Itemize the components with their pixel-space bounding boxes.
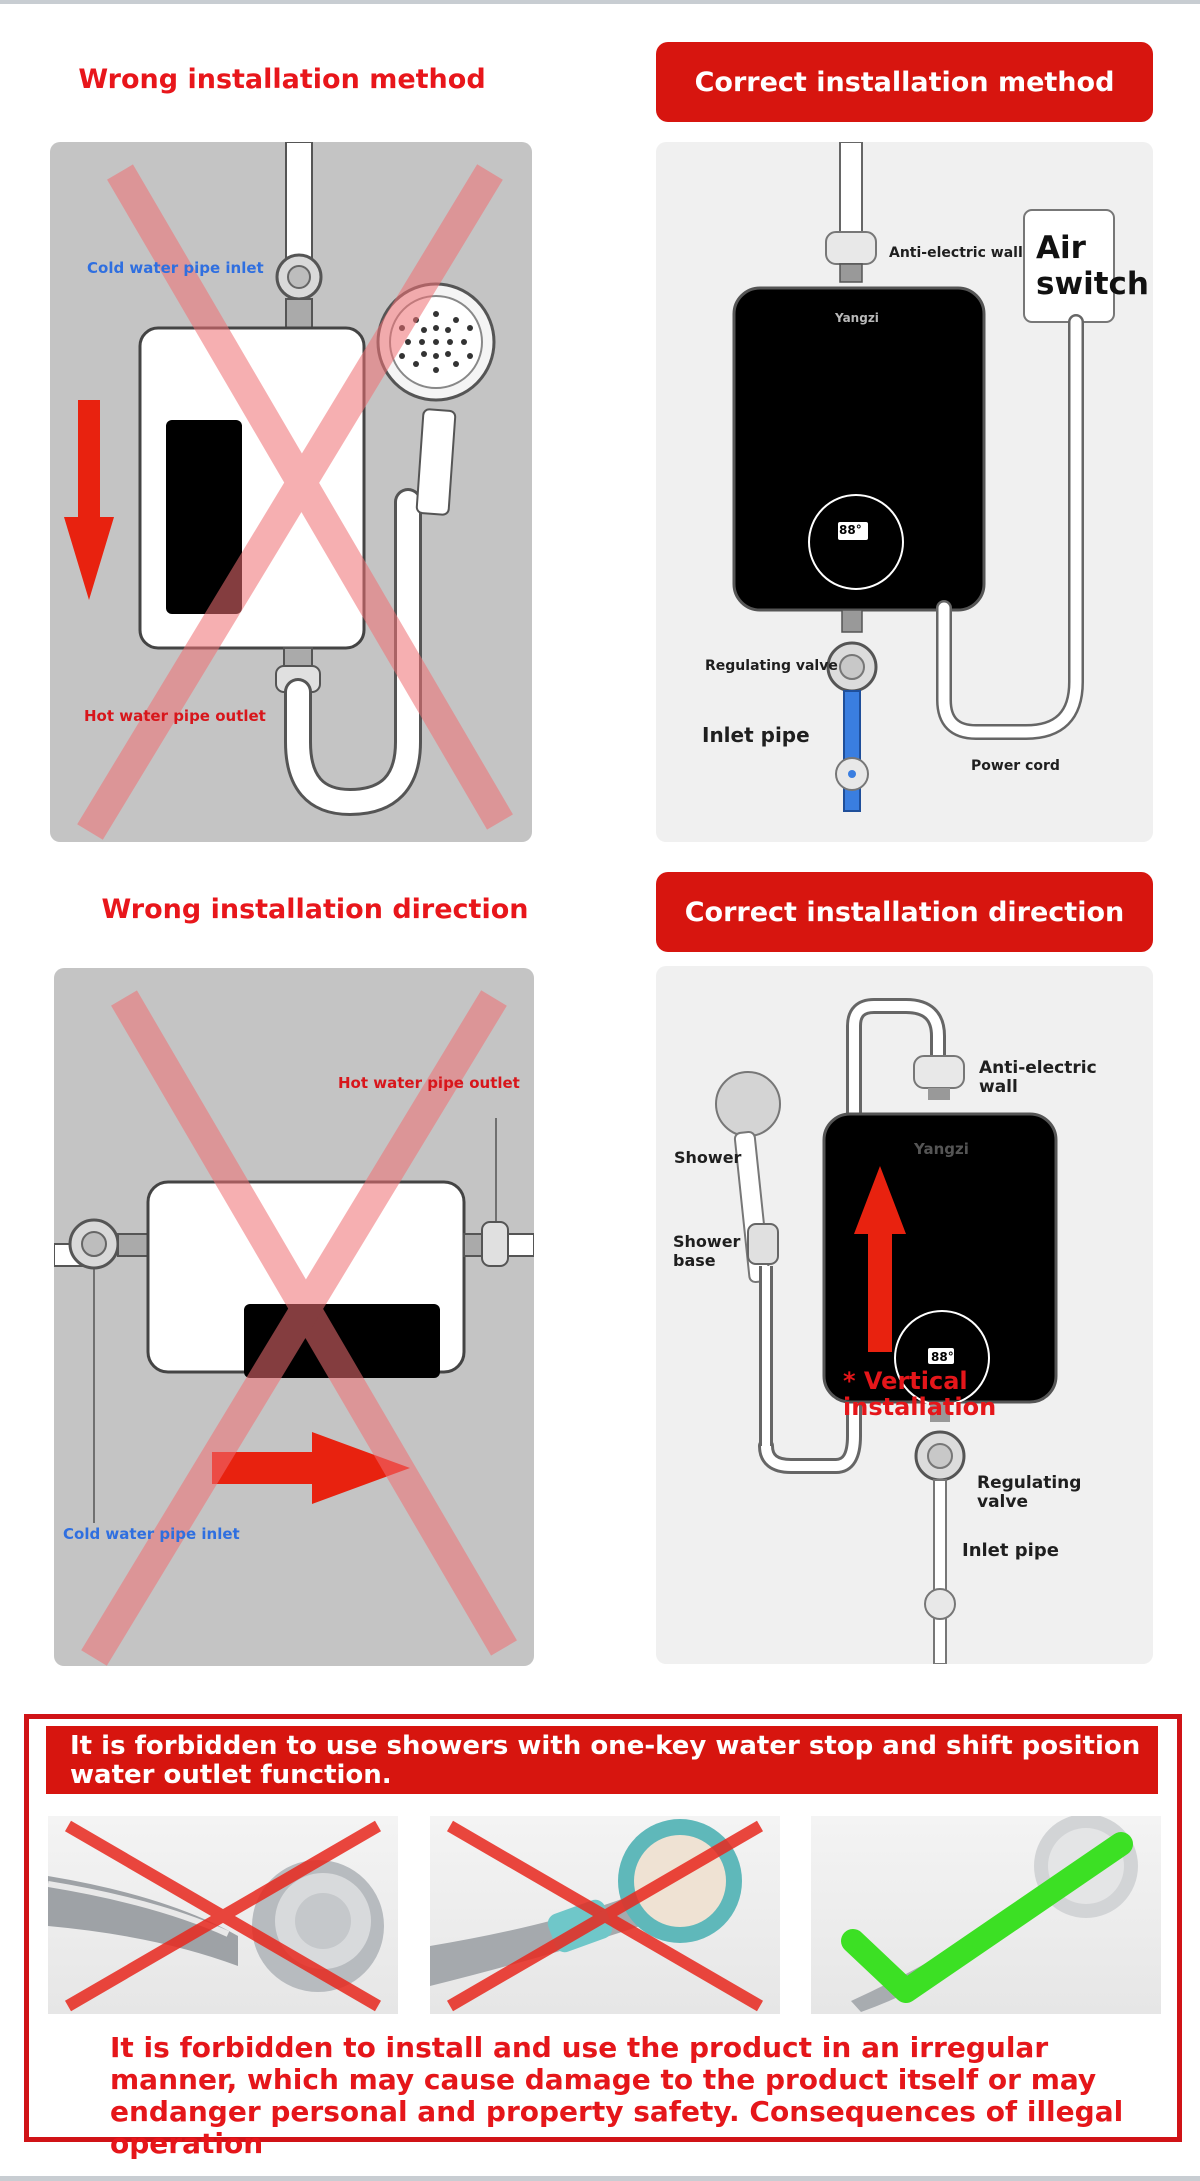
wrong-direction-panel — [53, 968, 535, 1666]
correct-direction-panel — [656, 966, 1153, 1665]
red-x-icon — [64, 1820, 382, 2012]
vertical-installation-note: * Vertical installation — [843, 1367, 997, 1421]
pipe-top — [285, 141, 313, 263]
correct-method-panel — [656, 141, 1153, 842]
forbidden-shower-photo-1 — [48, 1816, 398, 2014]
air-switch-label: Air switch — [1036, 230, 1149, 302]
notice-frame — [24, 1714, 1182, 2142]
wrong-direction-illustration — [53, 990, 535, 1666]
control-dial — [808, 494, 904, 590]
warning-text: It is forbidden to install and use the p… — [110, 2031, 1124, 2160]
inlet-pipe-label: Inlet pipe — [702, 723, 810, 747]
wrong-method-illustration — [64, 141, 513, 840]
power-cord-label: Power cord — [971, 758, 1060, 774]
shower-base-icon — [747, 1223, 779, 1265]
hot-outlet-label-2: Hot water pipe outlet — [338, 1074, 520, 1092]
forbidden-shower-photo-2 — [430, 1816, 780, 2014]
hot-outlet-label: Hot water pipe outlet — [84, 707, 266, 725]
regulating-valve-label-2: Regulating valve — [977, 1473, 1082, 1512]
bottom-border — [0, 2176, 1200, 2181]
anti-electric-wall-icon — [825, 231, 877, 265]
inlet-pipe-label-2: Inlet pipe — [962, 1540, 1059, 1561]
wrong-method-panel — [50, 141, 532, 842]
correct-direction-illustration — [715, 998, 1058, 1665]
down-arrow-icon — [64, 400, 114, 600]
green-check-icon — [841, 1832, 1133, 2003]
cold-inlet-label: Cold water pipe inlet — [87, 259, 264, 277]
allowed-shower-photo — [811, 1816, 1161, 2014]
notice-banner: It is forbidden to use showers with one-… — [46, 1726, 1158, 1794]
anti-electric-wall-label: Anti-electric wall — [889, 245, 1023, 261]
brand-logo-text: Yangzi — [835, 311, 879, 325]
correct-direction-title: Correct installation direction — [656, 872, 1153, 952]
wrong-direction-title: Wrong installation direction — [101, 894, 529, 925]
cold-inlet-label-2: Cold water pipe inlet — [63, 1525, 240, 1543]
heater-display — [166, 420, 242, 614]
red-x-icon — [77, 164, 513, 840]
correct-method-title: Correct installation method — [656, 42, 1153, 122]
display-readout: 88° — [839, 523, 862, 537]
black-heater-body — [732, 286, 986, 612]
wrong-method-title: Wrong installation method — [78, 64, 486, 95]
regulating-valve-label: Regulating valve — [705, 658, 838, 674]
right-arrow-icon — [212, 1432, 410, 1504]
up-arrow-icon — [854, 1166, 906, 1352]
correct-method-illustration — [732, 141, 1115, 812]
shower-label: Shower — [674, 1148, 742, 1167]
shower-base-label: Shower base — [673, 1232, 741, 1270]
brand-logo-text-2: Yangzi — [914, 1140, 969, 1158]
red-x-icon — [446, 1820, 764, 2012]
top-border — [0, 0, 1200, 4]
display-readout-2: 88° — [931, 1350, 954, 1364]
inlet-pipe — [843, 690, 861, 812]
anti-electric-wall-label-2: Anti-electric wall — [979, 1058, 1097, 1097]
red-x-icon — [81, 990, 517, 1666]
shower-head-icon-2 — [715, 1071, 781, 1137]
anti-electric-wall-icon-2 — [913, 1055, 965, 1089]
